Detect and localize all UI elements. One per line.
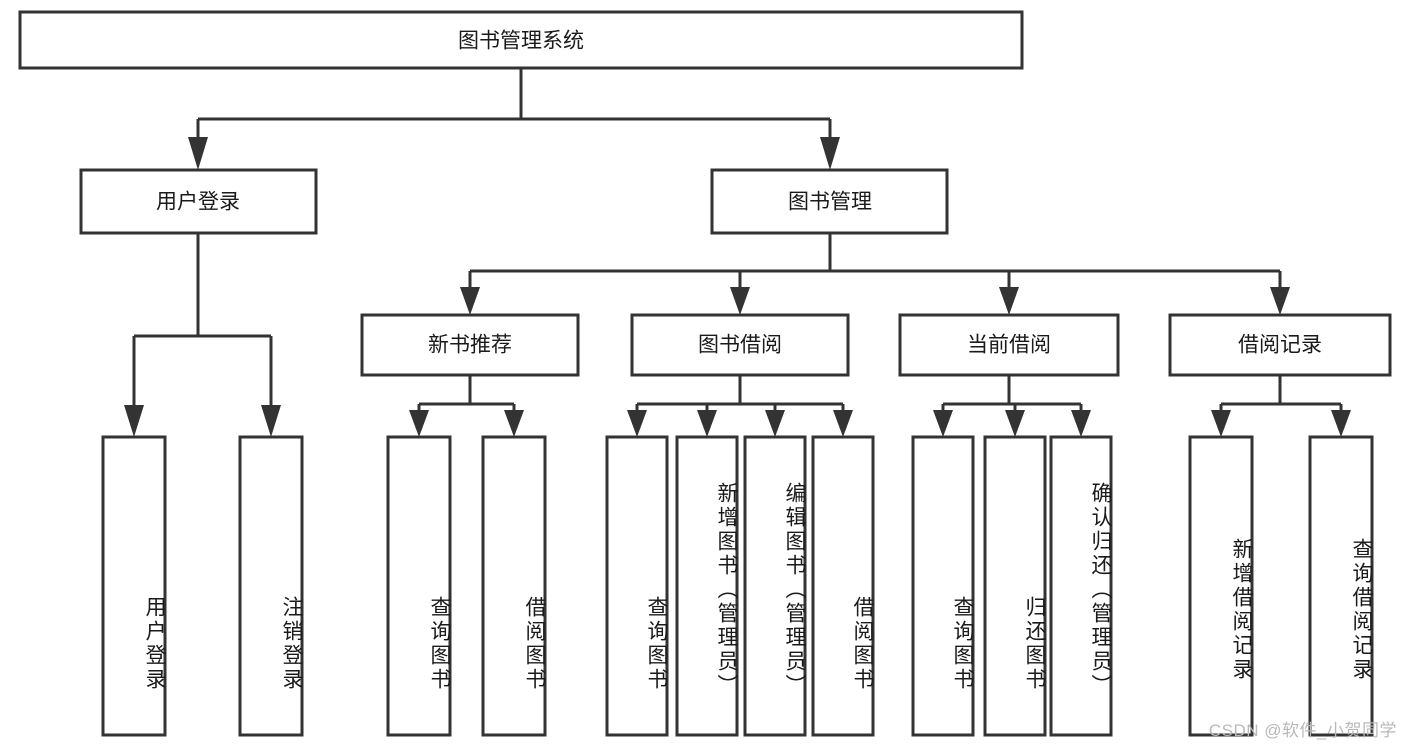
node-leaf-borrow-book-2-box[interactable]: [811, 435, 875, 737]
arrow-to-leaf-edit-book-icon: [765, 410, 785, 437]
arrow-to-leaf-query-book-3-icon: [933, 410, 953, 437]
node-leaf-edit-book-box[interactable]: [743, 435, 807, 737]
node-leaf-confirm-return-box[interactable]: [1049, 435, 1113, 737]
node-current-borrow-label: 当前借阅: [967, 334, 1051, 357]
arrow-to-leaf-confirm-return-icon: [1071, 410, 1091, 437]
arrow-to-borrow-record-icon: [1270, 287, 1290, 315]
node-current-borrow[interactable]: 当前借阅: [898, 313, 1120, 377]
node-book-borrow-label: 图书借阅: [698, 334, 782, 357]
arrow-to-leaf-borrow-book-2-icon: [833, 410, 853, 437]
arrow-to-book-management-icon: [820, 137, 840, 170]
arrow-to-book-borrow-icon: [730, 287, 750, 315]
node-book-management[interactable]: 图书管理: [710, 168, 949, 235]
arrow-to-leaf-borrow-book-1-icon: [504, 410, 524, 437]
node-leaf-user-login-box[interactable]: [101, 435, 167, 737]
node-borrow-record-label: 借阅记录: [1238, 334, 1322, 357]
node-leaf-query-book-1-box[interactable]: [386, 435, 452, 737]
node-book-borrow-box[interactable]: [630, 313, 850, 377]
node-book-management-box[interactable]: [710, 168, 949, 235]
node-leaf-add-record-box[interactable]: [1188, 435, 1254, 737]
node-leaf-logout-box[interactable]: [238, 435, 304, 737]
arrow-to-leaf-add-record-icon: [1211, 410, 1231, 437]
arrow-to-leaf-query-book-2-icon: [627, 410, 647, 437]
node-leaf-query-book-2-box[interactable]: [605, 435, 669, 737]
arrow-to-current-borrow-icon: [999, 287, 1019, 315]
node-user-login[interactable]: 用户登录: [79, 168, 318, 235]
arrow-to-leaf-query-book-1-icon: [409, 410, 429, 437]
node-borrow-record[interactable]: 借阅记录: [1168, 313, 1392, 377]
node-root-box[interactable]: [18, 10, 1024, 70]
node-root[interactable]: 图书管理系统: [18, 10, 1024, 70]
arrow-to-leaf-return-book-icon: [1005, 410, 1025, 437]
leaf-layer: [101, 435, 1374, 737]
node-leaf-query-book-3-box[interactable]: [911, 435, 975, 737]
node-leaf-borrow-book-1-box[interactable]: [481, 435, 547, 737]
connector-layer: [124, 68, 1351, 437]
arrow-to-leaf-add-book-icon: [697, 410, 717, 437]
node-leaf-query-record-box[interactable]: [1308, 435, 1374, 737]
arrow-to-leaf-query-record-icon: [1331, 410, 1351, 437]
node-new-book-rec[interactable]: 新书推荐: [360, 313, 580, 377]
arrow-to-new-book-rec-icon: [460, 287, 480, 315]
arrow-to-leaf-user-login-icon: [124, 405, 144, 437]
node-user-login-box[interactable]: [79, 168, 318, 235]
node-book-borrow[interactable]: 图书借阅: [630, 313, 850, 377]
node-current-borrow-box[interactable]: [898, 313, 1120, 377]
node-root-label: 图书管理系统: [458, 30, 584, 53]
node-leaf-return-book-box[interactable]: [983, 435, 1047, 737]
node-leaf-add-book-box[interactable]: [675, 435, 739, 737]
node-book-management-label: 图书管理: [788, 191, 872, 214]
arrow-to-user-login-icon: [188, 137, 208, 170]
csdn-watermark: CSDN @软件_小贺同学: [1208, 721, 1397, 740]
node-new-book-rec-box[interactable]: [360, 313, 580, 377]
node-user-login-label: 用户登录: [156, 191, 240, 214]
node-borrow-record-box[interactable]: [1168, 313, 1392, 377]
arrow-to-leaf-logout-icon: [261, 405, 281, 437]
node-new-book-rec-label: 新书推荐: [428, 334, 512, 357]
